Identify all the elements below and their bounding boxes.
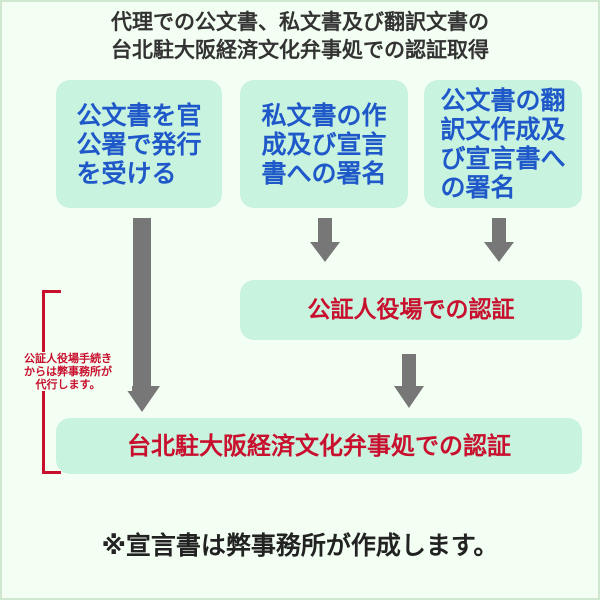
title-line-2: 台北駐大阪経済文化弁事処での認証取得 <box>111 38 489 62</box>
down-arrow-notary <box>394 354 424 408</box>
private-document-text: 私文書の作 成及び宣言 書への署名 <box>261 100 387 188</box>
page-title: 代理での公文書、私文書及び翻訳文書の 台北駐大阪経済文化弁事処での認証取得 <box>0 8 600 64</box>
taipei-office-box: 台北駐大阪経済文化弁事処での認証 <box>56 418 582 474</box>
private-document-box: 私文書の作 成及び宣言 書への署名 <box>240 80 408 208</box>
footer-note: ※宣言書は弊事務所が作成します。 <box>101 531 499 560</box>
down-arrow-private <box>310 218 340 262</box>
down-arrow-translation <box>484 218 514 262</box>
side-note: 公証人役場手続き からは弊事務所が 代行します。 <box>4 352 132 391</box>
taipei-office-text: 台北駐大阪経済文化弁事処での認証 <box>127 432 511 460</box>
notary-box: 公証人役場での認証 <box>240 280 582 340</box>
translation-document-box: 公文書の翻 訳文作成及 び宣言書へ の署名 <box>424 80 582 208</box>
public-document-text: 公文書を官 公署で発行 を受ける <box>76 100 202 188</box>
title-line-1: 代理での公文書、私文書及び翻訳文書の <box>111 10 489 34</box>
public-document-box: 公文書を官 公署で発行 を受ける <box>56 80 222 208</box>
notary-text: 公証人役場での認証 <box>307 297 515 323</box>
long-down-arrow <box>124 218 160 412</box>
translation-document-text: 公文書の翻 訳文作成及 び宣言書へ の署名 <box>440 86 566 202</box>
